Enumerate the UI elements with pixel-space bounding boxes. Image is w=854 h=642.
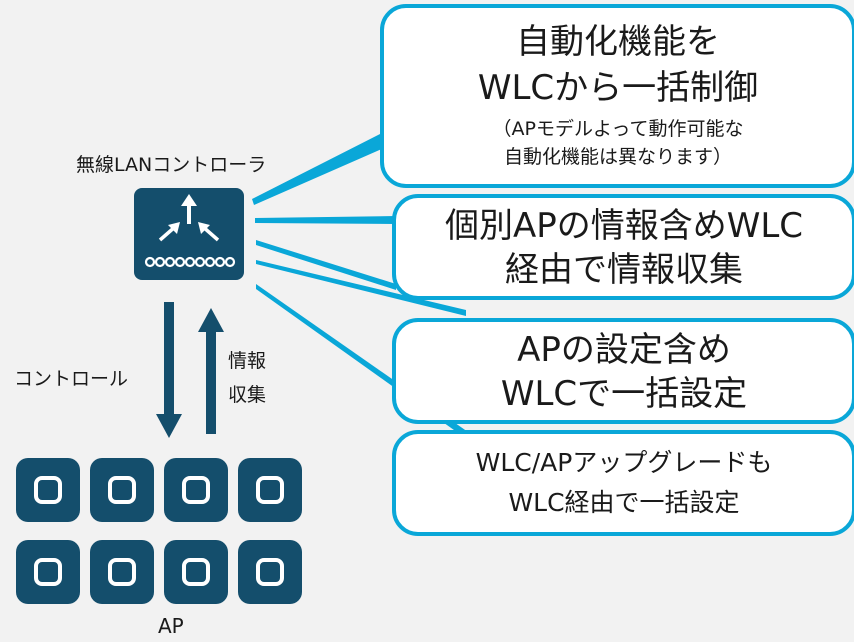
access-point-icon: [164, 540, 228, 604]
callout-2-line-1: 個別APの情報含めWLC: [444, 206, 804, 246]
callout-box-3: [392, 318, 854, 424]
info-collect-label-line1: 情報: [228, 350, 267, 372]
callout-4-line-2: WLC経由で一括設定: [508, 488, 740, 517]
access-point-icon: [238, 458, 302, 522]
connector-3: [256, 240, 396, 290]
access-point-icon: [16, 458, 80, 522]
connector-1: [252, 132, 384, 205]
callout-4-line-1: WLC/APアップグレードも: [475, 448, 773, 477]
access-point-icon: [90, 458, 154, 522]
callout-1-sub-line-2: 自動化機能は異なります）: [503, 146, 732, 168]
connector-4: [256, 260, 466, 316]
callout-box-1: [380, 4, 854, 188]
access-point-icon: [238, 540, 302, 604]
callout-3-line-2: WLCで一括設定: [500, 374, 748, 414]
callout-1-sub-line-1: （APモデルよって動作可能な: [492, 118, 744, 140]
wlc-controller-icon: [134, 188, 244, 280]
access-point-icon: [16, 540, 80, 604]
info-collect-label-line2: 収集: [228, 384, 267, 406]
callout-box-4: [392, 430, 854, 536]
info-arrow-up: [198, 308, 224, 434]
callout-1-line-1: 自動化機能を: [516, 22, 720, 62]
control-arrow-down: [156, 302, 182, 438]
callout-3-line-1: APの設定含め: [517, 330, 731, 370]
callout-1-line-2: WLCから一括制御: [477, 68, 759, 108]
access-point-icon: [90, 540, 154, 604]
ap-grid: [16, 458, 302, 604]
connector-2: [255, 216, 396, 224]
callout-boxes: [380, 4, 854, 536]
ap-label: AP: [158, 614, 184, 638]
callout-box-2: [392, 194, 854, 300]
controller-label: 無線LANコントローラ: [76, 154, 267, 176]
control-arrow-label: コントロール: [14, 368, 129, 390]
access-point-icon: [164, 458, 228, 522]
callout-2-line-2: 経由で情報収集: [505, 250, 743, 290]
